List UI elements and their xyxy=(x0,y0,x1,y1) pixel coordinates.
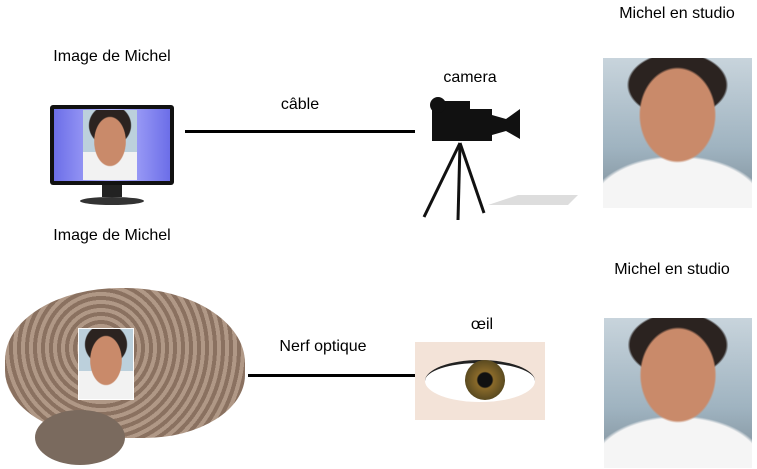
michel-face-screen xyxy=(83,110,137,180)
screen-label: Image de Michel xyxy=(53,48,171,65)
monitor-icon xyxy=(50,105,178,210)
eye-label: œil xyxy=(470,316,494,333)
michel-studio-photo-top xyxy=(603,58,752,208)
optic-nerve-line xyxy=(248,374,415,377)
optic-nerve-label: Nerf optique xyxy=(279,338,367,355)
michel-studio-photo-bottom xyxy=(604,318,752,468)
studio-label-top: Michel en studio xyxy=(619,5,735,22)
brain-label: Image de Michel xyxy=(53,227,171,244)
camera-label: camera xyxy=(443,69,497,86)
cable-line xyxy=(185,130,415,133)
studio-label-bottom: Michel en studio xyxy=(614,261,730,278)
michel-face-brain xyxy=(78,328,134,400)
cable-label: câble xyxy=(280,96,320,113)
camera-icon xyxy=(422,97,578,221)
eye-image xyxy=(415,342,545,420)
